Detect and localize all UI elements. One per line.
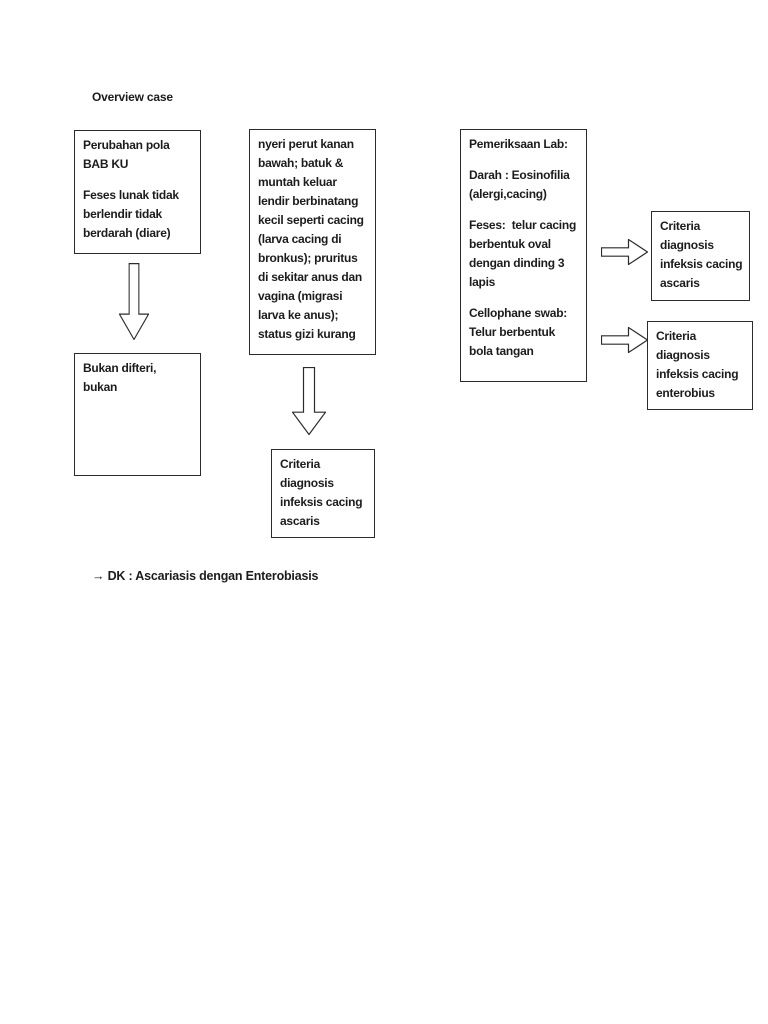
box-text: Feses: telur cacing berbentuk oval denga… bbox=[469, 218, 577, 289]
down-arrow-icon bbox=[119, 263, 149, 340]
flow-box-not-diphtheria: Bukan difteri, bukan bbox=[74, 353, 201, 476]
box-text: Darah : Eosinofilia (alergi,cacing) bbox=[469, 168, 570, 201]
box-text: Cellophane swab: Telur berbentuk bola ta… bbox=[469, 306, 568, 358]
right-arrow-icon bbox=[601, 239, 648, 265]
diagnosis-conclusion: → DK : Ascariasis dengan Enterobiasis bbox=[92, 569, 319, 583]
box-text: nyeri perut kanan bawah; batuk & muntah … bbox=[258, 137, 364, 341]
box-text: Feses lunak tidak berlendir tidak berdar… bbox=[83, 188, 179, 240]
box-text: Bukan difteri, bukan bbox=[83, 361, 157, 394]
box-text: Perubahan pola BAB KU bbox=[83, 138, 170, 171]
flow-box-symptoms-bab: Perubahan pola BAB KU Feses lunak tidak … bbox=[74, 130, 201, 254]
right-arrow-icon bbox=[601, 327, 648, 353]
flow-box-criteria-ascaris: Criteria diagnosis infeksis cacing ascar… bbox=[651, 211, 750, 301]
down-arrow-icon bbox=[292, 367, 326, 435]
box-text: Criteria diagnosis infeksis cacing enter… bbox=[656, 329, 739, 400]
flow-box-criteria-enterobius: Criteria diagnosis infeksis cacing enter… bbox=[647, 321, 753, 410]
flow-box-symptoms-detail: nyeri perut kanan bawah; batuk & muntah … bbox=[249, 129, 376, 355]
flow-box-lab-results: Pemeriksaan Lab: Darah : Eosinofilia (al… bbox=[460, 129, 587, 382]
box-text: Pemeriksaan Lab: bbox=[469, 137, 568, 151]
page-title: Overview case bbox=[92, 90, 173, 104]
box-text: Criteria diagnosis infeksis cacing ascar… bbox=[660, 219, 743, 290]
flow-box-criteria-ascaris: Criteria diagnosis infeksis cacing ascar… bbox=[271, 449, 375, 538]
box-text: Criteria diagnosis infeksis cacing ascar… bbox=[280, 457, 363, 528]
